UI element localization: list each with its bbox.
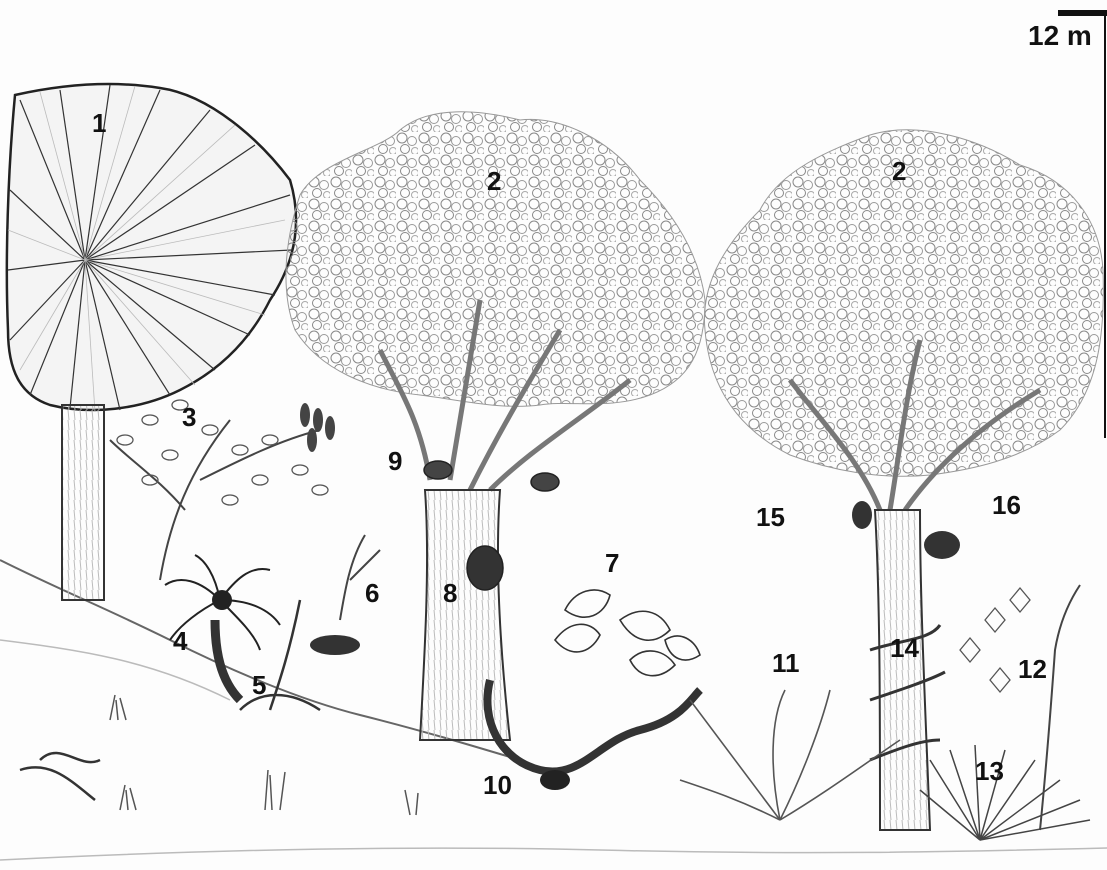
label-5: 5 (252, 672, 266, 698)
palm-13 (920, 745, 1090, 840)
label-4: 4 (173, 628, 187, 654)
label-10: 10 (483, 772, 512, 798)
label-14: 14 (890, 635, 919, 661)
ground (0, 560, 1107, 860)
label-3: 3 (182, 404, 196, 430)
label-12: 12 (1018, 656, 1047, 682)
label-15: 15 (756, 504, 785, 530)
label-7: 7 (605, 550, 619, 576)
shrub-3 (110, 400, 335, 580)
scale-bar (1058, 10, 1107, 16)
liana-10 (487, 680, 700, 790)
label-1: 1 (92, 110, 106, 136)
label-16: 16 (992, 492, 1021, 518)
grass-tufts (110, 695, 418, 815)
fern-11 (680, 690, 900, 820)
label-13: 13 (975, 758, 1004, 784)
label-6: 6 (365, 580, 379, 606)
label-2a: 2 (487, 168, 501, 194)
scale-label: 12 m (1028, 22, 1092, 50)
scale-vertical-line (1104, 14, 1106, 438)
shrub-7 (555, 590, 700, 676)
label-2b: 2 (892, 158, 906, 184)
label-9: 9 (388, 448, 402, 474)
label-8: 8 (443, 580, 457, 606)
fan-palm (7, 84, 296, 600)
canopy-tree-right (704, 130, 1103, 830)
label-11: 11 (772, 650, 800, 676)
